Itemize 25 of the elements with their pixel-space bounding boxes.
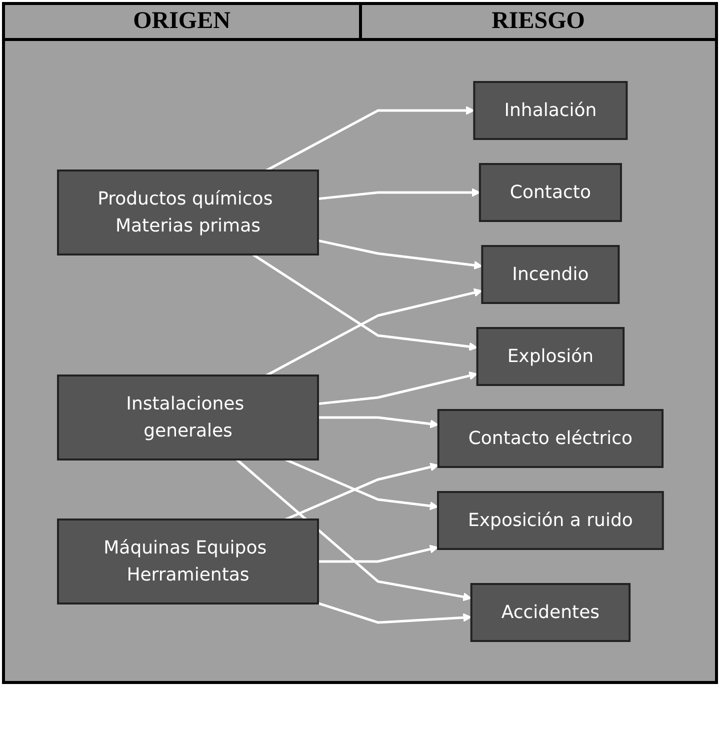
node-box [56,374,319,460]
arrow [318,544,438,562]
arrow [317,370,478,405]
arrow [318,416,438,428]
node-box [480,244,620,304]
arrow [317,188,480,200]
node-box [436,408,664,468]
arrow [265,106,474,172]
arrow [317,602,472,624]
arrow [235,458,472,601]
node-box [476,326,624,386]
node-box [56,169,319,255]
column-header: ORIGEN [132,7,232,36]
column-header: RIESGO [358,5,715,38]
diagram-panel: Productos químicos Materias primas Instalaciones generales Máquinas Equipos Herramientas Inhalación Contacto Incendio Explosión Contacto eléctrico Exposición a ruido Accidentes [5,41,715,681]
arrow [284,458,438,510]
arrow [265,288,482,376]
node-box [436,490,664,550]
arrow [252,252,478,350]
node-box [472,80,628,140]
node-box [56,518,319,604]
arrow [284,462,438,520]
arrow [317,238,482,270]
node-box [478,162,622,222]
node-box [470,582,630,642]
